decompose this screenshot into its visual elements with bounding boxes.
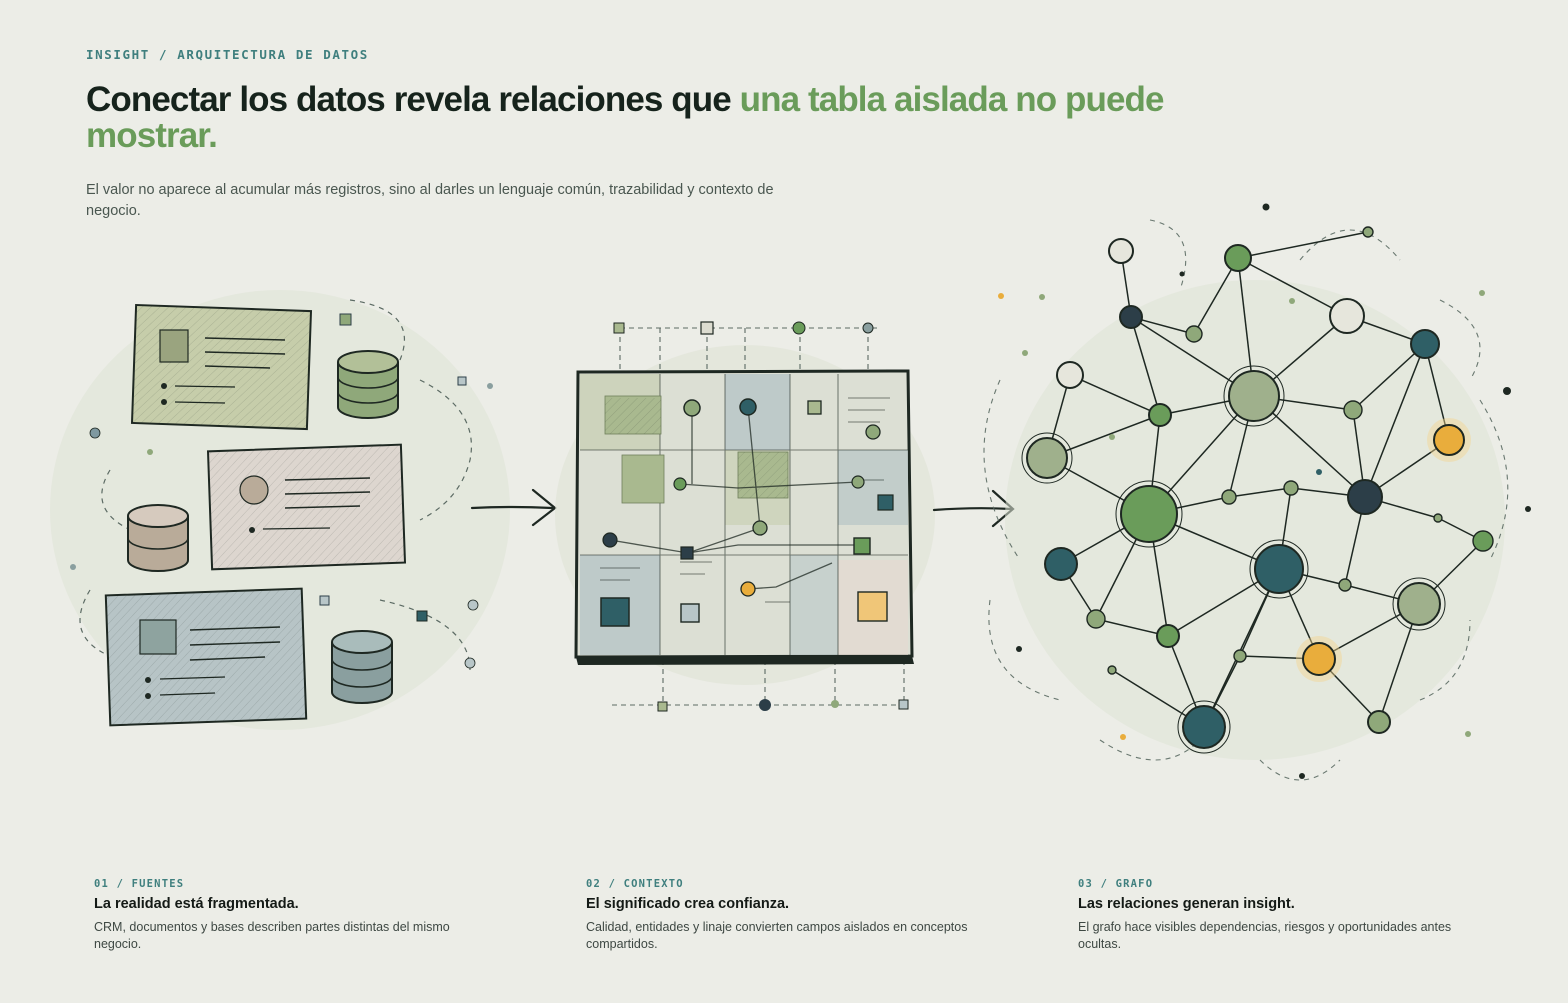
graph-edge (1237, 231, 1369, 259)
graph-node (1026, 437, 1068, 479)
graph-node (1107, 665, 1117, 675)
graph-node (1338, 578, 1352, 592)
step-title: La realidad está fragmentada. (94, 896, 299, 912)
graph-node (1148, 403, 1172, 427)
graph-node (1224, 244, 1252, 272)
graph-node-halo (1021, 432, 1073, 484)
graph-edge (1424, 343, 1450, 441)
graph-node (1347, 479, 1383, 515)
graph-node (1397, 582, 1441, 626)
eyebrow: INSIGHT / ARQUITECTURA DE DATOS (86, 47, 369, 62)
step-description: El grafo hace visibles dependencias, rie… (1078, 920, 1452, 951)
graph-edge (1364, 343, 1426, 498)
graph-node-halo (1115, 480, 1183, 548)
step-number: 03 / GRAFO (1078, 878, 1154, 890)
graph-node (1283, 480, 1299, 496)
graph-node (1233, 649, 1247, 663)
step-title: El significado crea confianza. (586, 896, 790, 912)
graph-node (1472, 530, 1494, 552)
graph-node-halo (1177, 700, 1231, 754)
graph-node (1156, 624, 1180, 648)
arrow-right-icon (932, 489, 1015, 528)
dashed-arc (79, 299, 472, 671)
arrow-right-icon (470, 488, 557, 527)
graph-node (1433, 513, 1443, 523)
document-card-icon (104, 587, 308, 727)
graph-node (1056, 361, 1084, 389)
sources-illustration (50, 290, 510, 730)
graph-edge (1193, 257, 1239, 335)
page-title: Conectar los datos revela relaciones que… (86, 82, 1166, 154)
step-description: Calidad, entidades y linaje convierten c… (586, 920, 968, 951)
graph-edge (1069, 374, 1161, 416)
graph-node (1302, 642, 1336, 676)
graph-node-halo (1392, 577, 1446, 631)
database-icon (331, 630, 393, 704)
graph-edge (1352, 343, 1426, 411)
subtitle: El valor no aparece al acumular más regi… (86, 182, 774, 219)
graph-node (1367, 710, 1391, 734)
graph-node-halo (1249, 539, 1309, 599)
step-number: 02 / CONTEXTO (586, 878, 684, 890)
graph-node-halo (1223, 365, 1285, 427)
graph-node (1221, 489, 1237, 505)
graph-node (1120, 485, 1178, 543)
graph-dots (998, 203, 1531, 779)
graph-node (1329, 298, 1365, 334)
step-card-fuentes: 01 / FUENTES La realidad está fragmentad… (94, 878, 494, 953)
graph-edge (1095, 618, 1169, 637)
database-icon (127, 504, 189, 572)
graph-node (1410, 329, 1440, 359)
knowledge-graph-icon (983, 203, 1531, 781)
step-card-contexto: 02 / CONTEXTO El significado crea confia… (586, 878, 986, 953)
graph-node (1086, 609, 1106, 629)
step-title: Las relaciones generan insight. (1078, 896, 1295, 912)
graph-node (1362, 226, 1374, 238)
database-icon (337, 350, 399, 419)
graph-edge (1228, 487, 1292, 498)
graph-edge (1130, 316, 1161, 416)
document-card-icon (206, 443, 407, 571)
step-number: 01 / FUENTES (94, 878, 185, 890)
graph-edge (1237, 257, 1348, 317)
step-description: CRM, documentos y bases describen partes… (94, 920, 450, 951)
graph-node (1254, 544, 1304, 594)
data-grid-icon (555, 321, 935, 712)
graph-node (1228, 370, 1280, 422)
title-main: Conectar los datos revela relaciones que (86, 80, 740, 119)
graph-edges (1046, 231, 1484, 728)
graph-nodes (1021, 226, 1494, 754)
document-card-icon (130, 303, 313, 431)
graph-node (1108, 238, 1134, 264)
graph-node (1119, 305, 1143, 329)
step-card-grafo: 03 / GRAFO Las relaciones generan insigh… (1078, 878, 1478, 953)
graph-node (1343, 400, 1363, 420)
graph-node (1182, 705, 1226, 749)
graph-node (1433, 424, 1465, 456)
graph-node (1044, 547, 1078, 581)
title-accent: una tabla aislada no puede mostrar. (86, 80, 1164, 155)
graph-node (1185, 325, 1203, 343)
